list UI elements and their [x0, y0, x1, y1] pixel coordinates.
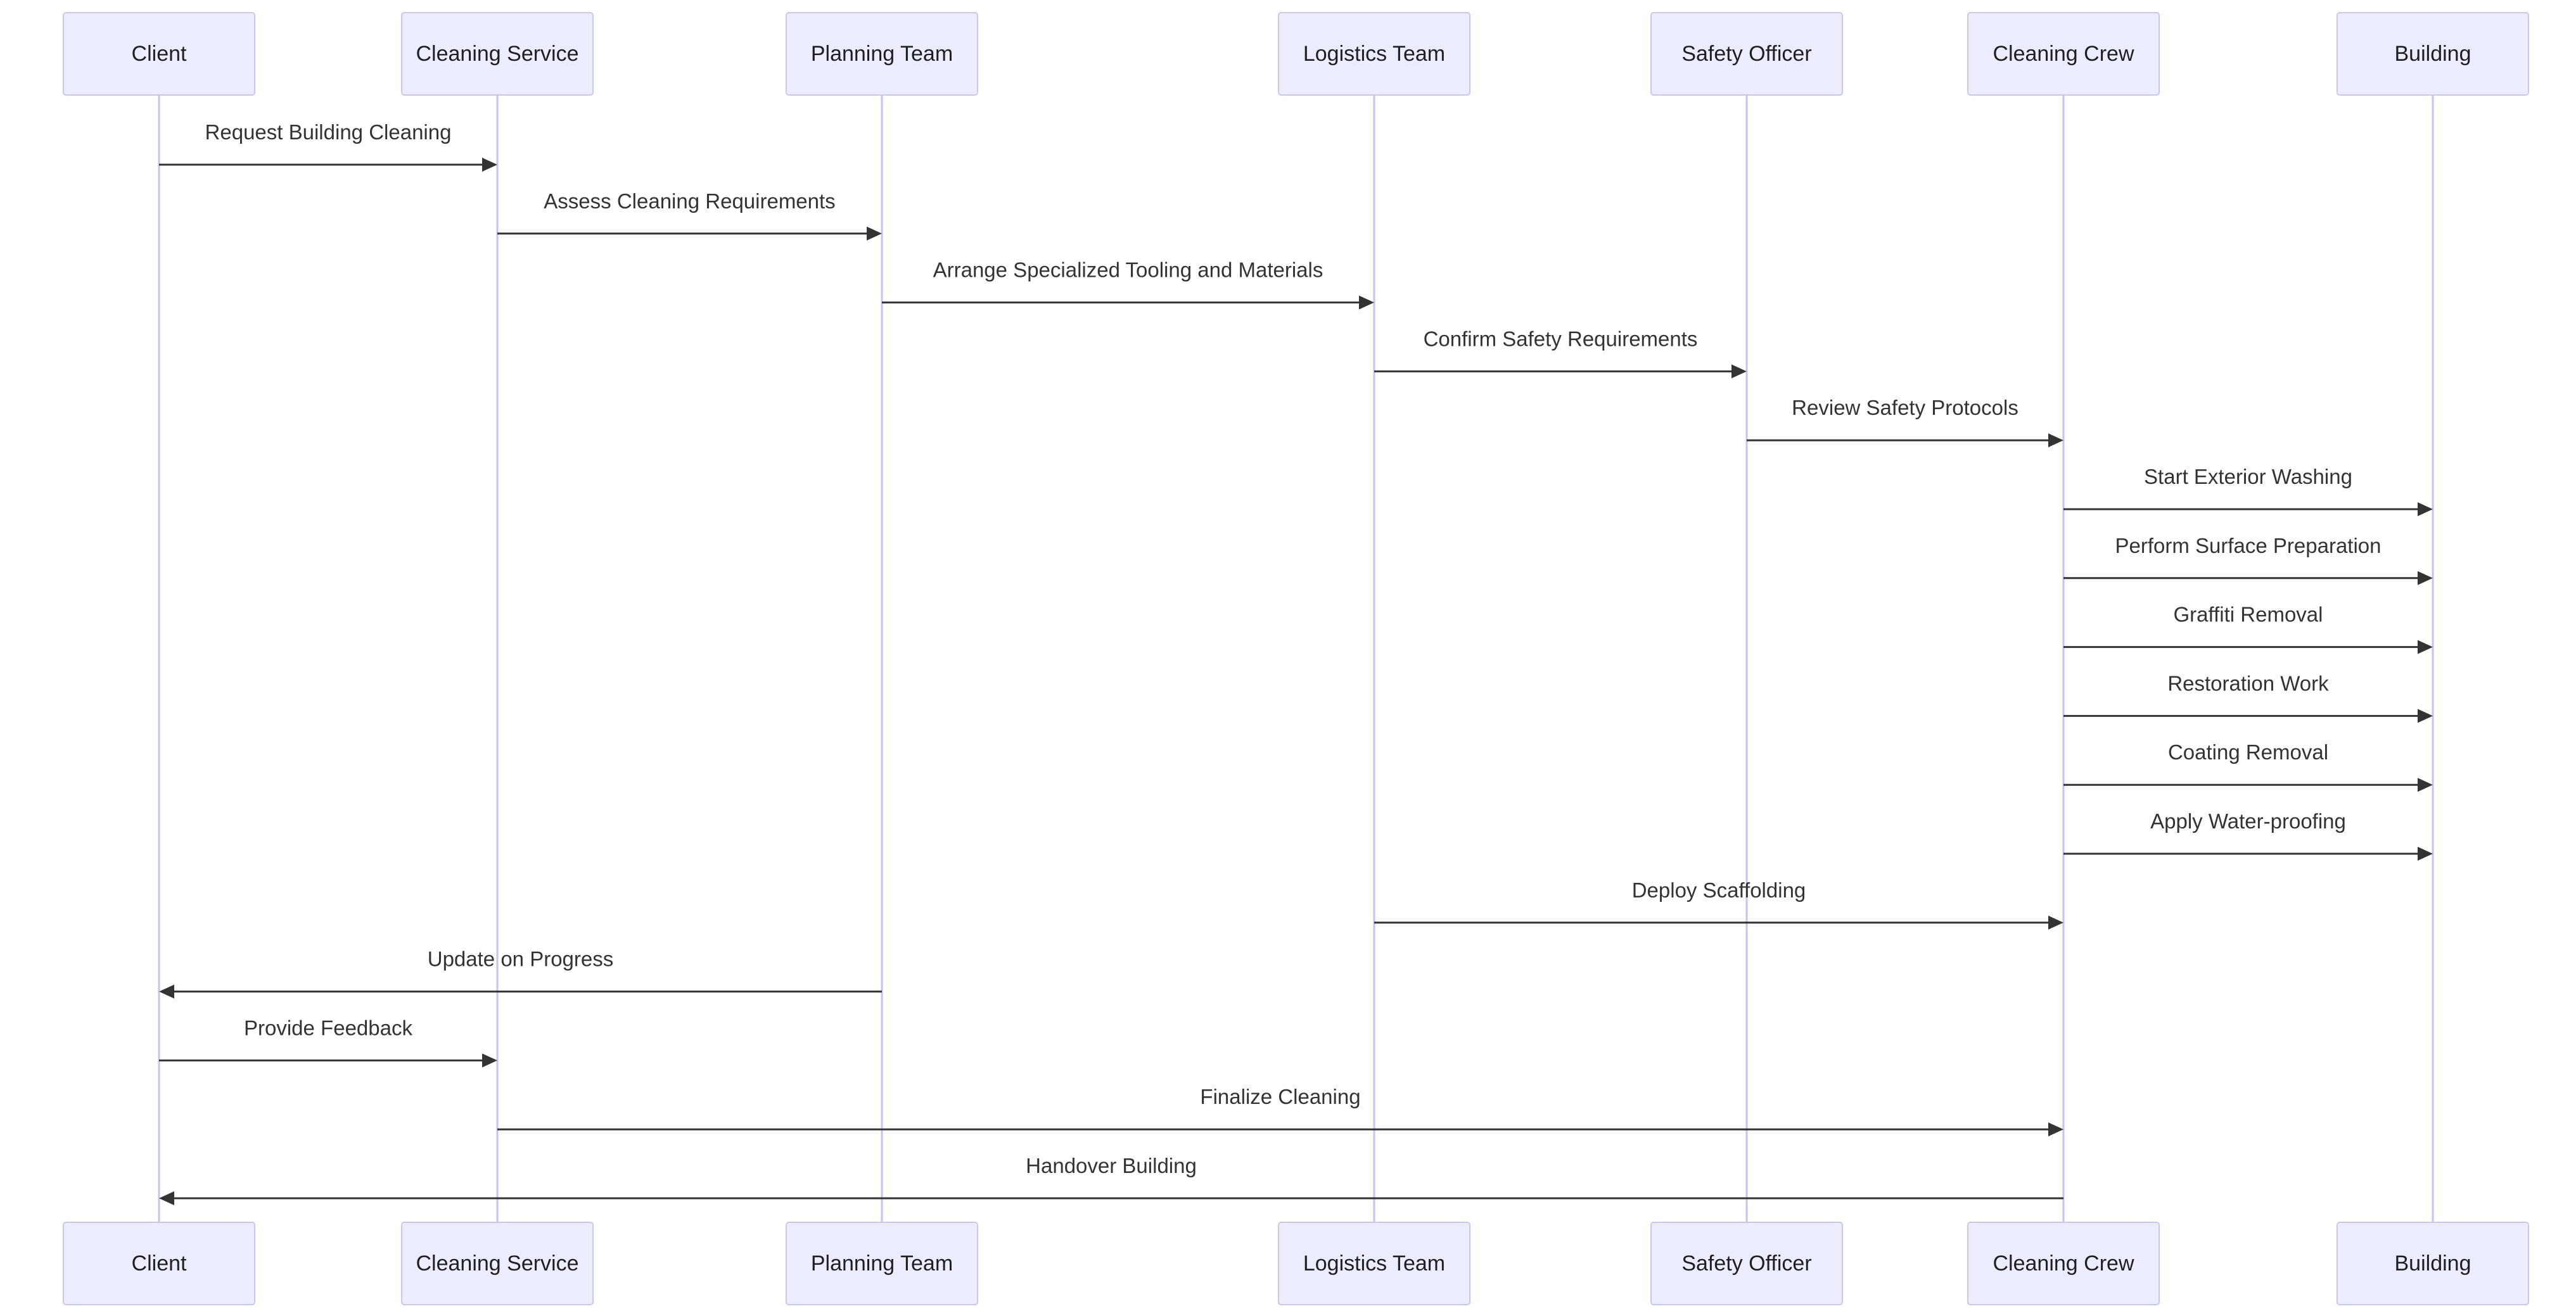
participant-label: Client	[132, 1251, 187, 1276]
participant-building-top: Building	[2337, 12, 2529, 96]
message-8: Graffiti Removal	[2063, 603, 2433, 654]
participant-label: Cleaning Service	[416, 1251, 578, 1276]
participant-label: Building	[2395, 1251, 2471, 1276]
message-label: Arrange Specialized Tooling and Material…	[933, 258, 1323, 282]
message-label: Assess Cleaning Requirements	[544, 189, 835, 213]
participant-box	[401, 1222, 594, 1305]
message-12: Deploy Scaffolding	[1374, 878, 2063, 930]
participant-label: Safety Officer	[1681, 1251, 1811, 1276]
participant-planning_team-top: Planning Team	[786, 12, 978, 96]
arrowhead-icon	[1731, 364, 1747, 379]
arrowhead-icon	[2418, 709, 2433, 723]
message-2: Assess Cleaning Requirements	[497, 189, 882, 241]
participant-cleaning_service-top: Cleaning Service	[401, 12, 594, 96]
participant-building-bottom: Building	[2337, 1222, 2529, 1305]
participant-label: Planning Team	[811, 1251, 953, 1276]
participant-safety_officer-top: Safety Officer	[1650, 12, 1843, 96]
participant-label: Cleaning Crew	[1993, 42, 2134, 66]
message-label: Apply Water-proofing	[2150, 809, 2346, 833]
arrowhead-icon	[867, 226, 882, 241]
participant-safety_officer-bottom: Safety Officer	[1650, 1222, 1843, 1305]
participant-cleaning_service-bottom: Cleaning Service	[401, 1222, 594, 1305]
arrowhead-icon	[2048, 915, 2063, 930]
message-15: Finalize Cleaning	[497, 1085, 2063, 1137]
message-label: Review Safety Protocols	[1792, 396, 2018, 419]
arrowhead-icon	[2418, 847, 2433, 861]
message-10: Coating Removal	[2063, 740, 2433, 792]
participant-label: Cleaning Service	[416, 42, 578, 66]
message-14: Provide Feedback	[159, 1016, 497, 1068]
message-3: Arrange Specialized Tooling and Material…	[882, 258, 1374, 310]
participants-top: Client Cleaning Service Planning Team Logis…	[63, 12, 2529, 96]
participant-planning_team-bottom: Planning Team	[786, 1222, 978, 1305]
participant-cleaning_crew-top: Cleaning Crew	[1967, 12, 2160, 96]
message-1: Request Building Cleaning	[159, 120, 497, 172]
message-11: Apply Water-proofing	[2063, 809, 2433, 861]
participant-logistics_team-bottom: Logistics Team	[1278, 1222, 1470, 1305]
arrowhead-icon	[482, 1053, 497, 1068]
message-label: Confirm Safety Requirements	[1424, 327, 1698, 350]
participant-label: Client	[132, 42, 187, 66]
participant-label: Logistics Team	[1303, 1251, 1445, 1276]
participant-client-bottom: Client	[63, 1222, 255, 1305]
message-6: Start Exterior Washing	[2063, 465, 2433, 516]
participant-box	[786, 12, 978, 96]
message-13: Update on Progress	[159, 947, 882, 999]
message-label: Request Building Cleaning	[205, 120, 452, 144]
participant-box	[1278, 1222, 1470, 1305]
arrowhead-icon	[2048, 433, 2063, 448]
participant-client-top: Client	[63, 12, 255, 96]
arrowhead-icon	[159, 1191, 174, 1205]
participant-box	[2337, 1222, 2529, 1305]
arrowhead-icon	[2418, 502, 2433, 516]
message-label: Handover Building	[1026, 1154, 1197, 1177]
participant-box	[63, 12, 255, 96]
message-label: Perform Surface Preparation	[2115, 534, 2381, 557]
participant-logistics_team-top: Logistics Team	[1278, 12, 1470, 96]
participant-box	[1650, 1222, 1843, 1305]
message-label: Provide Feedback	[244, 1016, 412, 1039]
message-label: Finalize Cleaning	[1200, 1085, 1360, 1108]
message-label: Start Exterior Washing	[2144, 465, 2352, 488]
participant-box	[1967, 1222, 2160, 1305]
message-5: Review Safety Protocols	[1747, 396, 2063, 448]
message-label: Restoration Work	[2167, 671, 2329, 695]
arrowhead-icon	[159, 984, 174, 999]
participant-box	[63, 1222, 255, 1305]
message-7: Perform Surface Preparation	[2063, 534, 2433, 585]
participant-box	[786, 1222, 978, 1305]
participant-box	[401, 12, 594, 96]
arrowhead-icon	[2418, 640, 2433, 654]
participant-box	[2337, 12, 2529, 96]
arrowhead-icon	[1359, 295, 1374, 310]
participants-bottom: Client Cleaning Service Planning Team Logis…	[63, 1222, 2529, 1305]
message-label: Graffiti Removal	[2174, 603, 2323, 626]
arrowhead-icon	[2048, 1122, 2063, 1137]
participant-label: Logistics Team	[1303, 42, 1445, 66]
lifelines	[158, 95, 2434, 1222]
participant-box	[1278, 12, 1470, 96]
participant-cleaning_crew-bottom: Cleaning Crew	[1967, 1222, 2160, 1305]
participant-label: Safety Officer	[1681, 42, 1811, 66]
message-label: Update on Progress	[428, 947, 614, 971]
arrowhead-icon	[2418, 778, 2433, 792]
arrowhead-icon	[2418, 571, 2433, 585]
message-label: Coating Removal	[2168, 740, 2328, 764]
participant-box	[1967, 12, 2160, 96]
participant-label: Building	[2395, 42, 2471, 66]
arrowhead-icon	[482, 158, 497, 172]
participant-label: Cleaning Crew	[1993, 1251, 2134, 1276]
participant-label: Planning Team	[811, 42, 953, 66]
message-label: Deploy Scaffolding	[1632, 878, 1806, 902]
participant-box	[1650, 12, 1843, 96]
message-16: Handover Building	[159, 1154, 2063, 1205]
message-4: Confirm Safety Requirements	[1374, 327, 1747, 379]
message-9: Restoration Work	[2063, 671, 2433, 723]
